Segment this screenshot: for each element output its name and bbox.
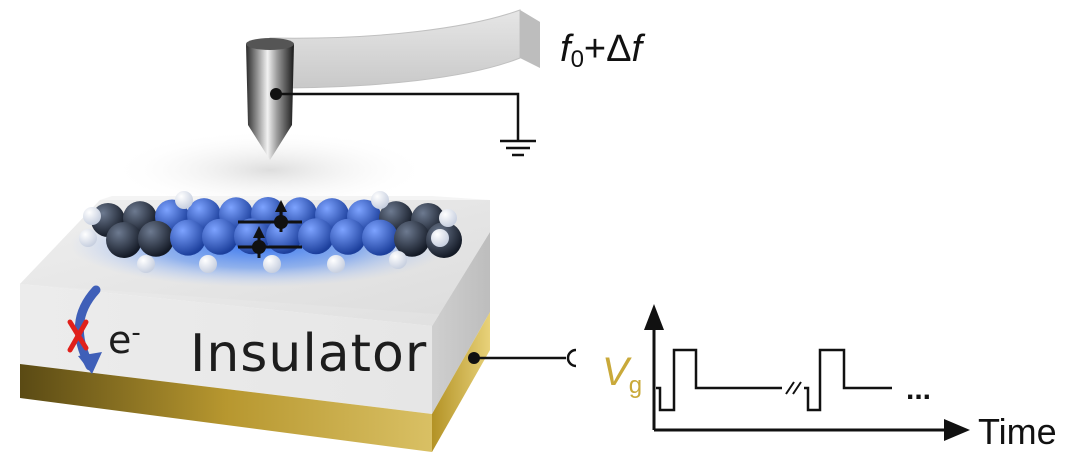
pulse-trace (656, 348, 782, 412)
molecule-hydrogen (389, 251, 407, 269)
energy-levels (238, 220, 302, 249)
molecule-hydrogen (175, 191, 193, 209)
molecule (79, 191, 462, 273)
molecule-atom-front (330, 218, 366, 255)
ellipsis-label: ... (906, 373, 932, 406)
molecule-hydrogen (371, 191, 389, 209)
ground-wire (276, 92, 520, 140)
cantilever-beam (269, 9, 540, 89)
molecule-hydrogen (199, 255, 217, 273)
gate-contact-dot (468, 352, 480, 364)
gate-terminal (566, 348, 577, 368)
molecule-atom-front (394, 220, 430, 257)
tip-contact-dot (270, 88, 282, 100)
axis-break (785, 381, 802, 395)
molecule-hydrogen (263, 255, 281, 273)
insulator-label: Insulator (190, 324, 428, 384)
molecule-hydrogen (83, 207, 101, 225)
molecule-atom-front (266, 218, 302, 254)
gate-voltage-label: Vg (602, 350, 643, 399)
time-axis-label: Time (978, 411, 1057, 452)
molecule-hydrogen (431, 229, 449, 247)
molecule-hydrogen (79, 229, 97, 247)
forbidden-cross-icon (67, 319, 89, 353)
molecule-atom-front (202, 218, 238, 255)
pulse-trace-2 (804, 348, 892, 412)
molecule-hydrogen (439, 209, 457, 227)
gold-electrode (20, 364, 432, 452)
molecule-atom-front (170, 219, 206, 256)
tip-shadow (110, 130, 430, 210)
molecule-atom-front (138, 220, 174, 257)
frequency-label: f0+Δf (560, 28, 643, 73)
cantilever-tip (246, 38, 294, 160)
molecule-hydrogen (327, 255, 345, 273)
molecule-atom-front (298, 218, 334, 255)
molecule-hydrogen (137, 255, 155, 273)
molecule-atom-front (106, 222, 142, 258)
ground-icon (500, 139, 536, 157)
spin-up-arrow (252, 200, 288, 258)
electron-label: e- (108, 318, 141, 362)
pulse-plot-axes (644, 304, 970, 441)
molecule-atom-front (362, 219, 398, 256)
